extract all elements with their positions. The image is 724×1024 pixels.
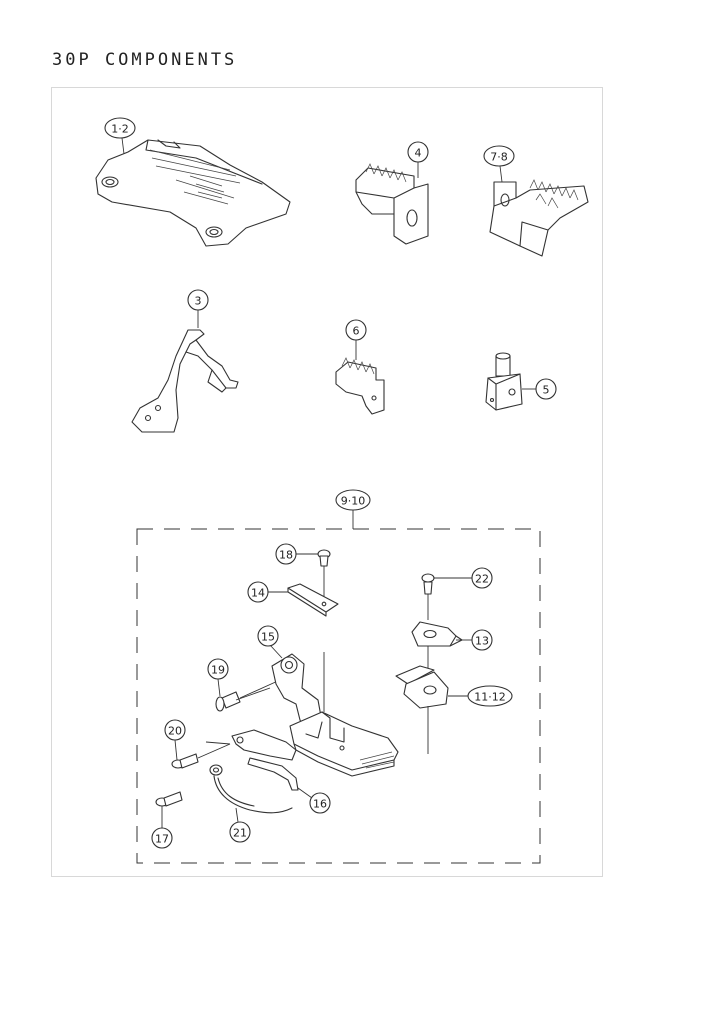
callout-13: 13 — [471, 629, 493, 651]
callout-3: 3 — [187, 289, 209, 311]
svg-text:22: 22 — [475, 573, 489, 586]
svg-text:1·2: 1·2 — [111, 123, 129, 136]
svg-text:18: 18 — [279, 549, 293, 562]
callout-15: 15 — [257, 625, 279, 647]
callout-22: 22 — [471, 567, 493, 589]
callout-20: 20 — [164, 719, 186, 741]
callout-6: 6 — [345, 319, 367, 341]
callout-4: 4 — [407, 141, 429, 163]
callout-17: 17 — [151, 827, 173, 849]
callout-5: 5 — [535, 378, 557, 400]
callout-14: 14 — [247, 581, 269, 603]
bracket-part-3 — [131, 310, 239, 433]
svg-text:7·8: 7·8 — [490, 151, 508, 164]
svg-text:4: 4 — [415, 147, 422, 160]
feed-dog-part-4 — [355, 162, 429, 245]
page-title: 30P COMPONENTS — [52, 50, 238, 70]
svg-text:15: 15 — [261, 631, 275, 644]
svg-text:11·12: 11·12 — [474, 691, 506, 704]
svg-text:16: 16 — [313, 798, 327, 811]
diagram-frame — [51, 87, 603, 877]
svg-text:14: 14 — [251, 587, 265, 600]
svg-text:5: 5 — [543, 384, 550, 397]
svg-text:17: 17 — [155, 833, 169, 846]
svg-text:9·10: 9·10 — [341, 495, 366, 508]
needle-plate-part — [95, 137, 291, 247]
callout-19: 19 — [207, 658, 229, 680]
callout-1-2: 1·2 — [104, 117, 136, 139]
callout-16: 16 — [309, 792, 331, 814]
callout-9-10: 9·10 — [335, 489, 371, 511]
feed-dog-part-7-8 — [489, 165, 589, 257]
svg-text:21: 21 — [233, 827, 247, 840]
feed-dog-part-6 — [335, 340, 385, 415]
callout-11-12: 11·12 — [467, 685, 513, 707]
callout-21: 21 — [229, 821, 251, 843]
svg-text:6: 6 — [353, 325, 360, 338]
svg-text:3: 3 — [195, 295, 202, 308]
callout-7-8: 7·8 — [483, 145, 515, 167]
callout-18: 18 — [275, 543, 297, 565]
svg-text:19: 19 — [211, 664, 225, 677]
collar-part-5 — [485, 352, 536, 411]
presser-foot-assembly — [136, 510, 541, 864]
svg-text:20: 20 — [168, 725, 182, 738]
svg-text:13: 13 — [475, 635, 489, 648]
